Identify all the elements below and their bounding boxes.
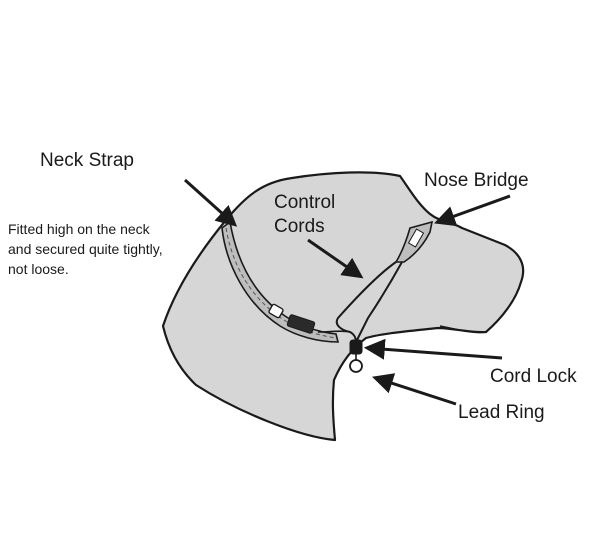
arrow-nose-bridge: [434, 194, 511, 227]
arrow-neck-strap: [183, 178, 238, 227]
arrow-cord-lock: [363, 338, 503, 360]
cord-lock: [349, 339, 363, 355]
strap-buckle: [286, 314, 316, 334]
cord-to-strap: [317, 330, 351, 333]
label-neck-strap: Neck Strap: [40, 150, 134, 171]
label-control-cords-line2: Cords: [274, 216, 325, 237]
label-cord-lock: Cord Lock: [490, 366, 577, 387]
arrow-lead-ring: [372, 373, 457, 406]
label-nose-bridge: Nose Bridge: [424, 170, 529, 191]
arrow-control-cords: [307, 238, 364, 279]
label-neck-note-line2: and secured quite tightly,: [8, 241, 163, 257]
lead-ring: [349, 359, 363, 373]
label-lead-ring: Lead Ring: [458, 402, 545, 423]
control-cord-outer: [355, 261, 403, 343]
neck-strap-band: [221, 220, 340, 343]
mouth-line: [439, 325, 487, 334]
strap-slider: [268, 303, 284, 319]
label-neck-note-line3: not loose.: [8, 261, 69, 277]
control-cord-inner: [335, 261, 397, 343]
dog-head-silhouette: [161, 171, 525, 442]
label-neck-note-line1: Fitted high on the neck: [8, 221, 151, 237]
nose-bridge-tag: [407, 228, 425, 248]
label-control-cords-line1: Control: [274, 192, 335, 213]
